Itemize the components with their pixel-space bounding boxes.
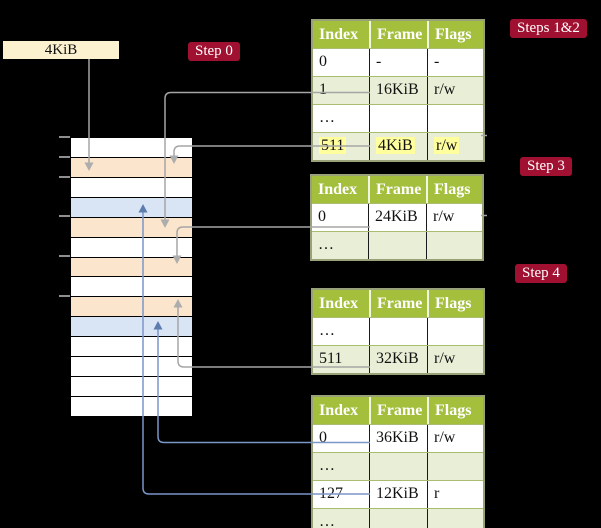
table-cell: r: [427, 481, 483, 508]
table-row: …: [313, 452, 483, 480]
memory-frame-row: [71, 177, 192, 198]
memory-frame-row: [71, 337, 192, 358]
table-cell: 0: [319, 429, 327, 446]
table-cell: [369, 318, 427, 345]
table-cell: -: [369, 49, 427, 76]
table-cell: r/w: [427, 133, 483, 160]
table-cell: 12KiB: [369, 481, 427, 508]
table-cell: 16KiB: [369, 77, 427, 104]
table-cell: 511: [319, 350, 343, 367]
memory-tick: [59, 175, 70, 178]
column-header: Index: [319, 295, 359, 312]
memory-tick: [59, 255, 70, 258]
table-cell: 0: [318, 208, 326, 225]
memory-tick: [59, 136, 70, 138]
memory-frame-row: [71, 138, 192, 158]
memory-frame-row: [71, 396, 192, 416]
table-cell: …: [319, 109, 335, 126]
table-cell: [427, 453, 483, 480]
memory-frame-row: [71, 317, 192, 338]
table-cell: 4KiB: [369, 133, 427, 160]
column-header: Frame: [369, 397, 427, 424]
column-header: Flags: [427, 290, 483, 317]
table-cell: r/w: [426, 204, 482, 231]
column-header: Flags: [427, 397, 483, 424]
column-header: Flags: [427, 21, 483, 48]
table-cell: …: [319, 513, 335, 528]
highlighted-value: 4KiB: [376, 137, 415, 154]
table-row: …: [313, 104, 483, 132]
table-cell: 1: [319, 81, 327, 98]
table-cell: [427, 509, 483, 528]
table-cell: [427, 105, 483, 132]
table-cell: 24KiB: [368, 204, 426, 231]
table-cell: 0: [319, 53, 327, 70]
column-header: Index: [318, 181, 358, 198]
column-header: Index: [319, 26, 359, 43]
column-header: Flags: [426, 176, 482, 203]
table-cell: 127: [319, 485, 343, 502]
badge-step-4: Step 4: [515, 264, 567, 283]
memory-frame-row: [71, 357, 192, 378]
table-cell: [369, 509, 427, 528]
table-cell: …: [319, 457, 335, 474]
column-header: Frame: [369, 290, 427, 317]
table-cell: [426, 232, 482, 259]
highlighted-value: r/w: [434, 137, 460, 154]
table-cell: [369, 105, 427, 132]
table-cell: -: [427, 49, 483, 76]
highlighted-value: 511: [319, 137, 347, 154]
frame-size-label: 4KiB: [3, 41, 119, 59]
table-cell: [369, 453, 427, 480]
memory-frame-row: [71, 197, 192, 218]
table-cell: [427, 318, 483, 345]
memory-frame-row: [71, 217, 192, 238]
table-cell: r/w: [427, 346, 483, 373]
table-row: 0 --: [313, 48, 483, 76]
table-cell: …: [318, 236, 334, 253]
memory-frame-row: [71, 377, 192, 397]
table-row: 511 4KiB r/w: [313, 132, 483, 160]
table-cell: 32KiB: [369, 346, 427, 373]
table-row: …: [313, 508, 483, 528]
memory-tick: [59, 155, 70, 158]
table-cell: 36KiB: [369, 425, 427, 452]
memory-tick: [59, 215, 70, 218]
table-cell: r/w: [427, 77, 483, 104]
badge-step-3: Step 3: [520, 157, 572, 176]
memory-frame-row: [71, 277, 192, 298]
memory-frame-row: [71, 237, 192, 258]
badge-steps-1-2: Steps 1&2: [510, 19, 587, 38]
column-header: Frame: [368, 176, 426, 203]
memory-frame-row: [71, 257, 192, 278]
memory-frame-row: [71, 297, 192, 318]
physical-memory-column: [70, 137, 193, 417]
table-cell: [368, 232, 426, 259]
badge-step-0: Step 0: [188, 42, 240, 61]
table-cell: 511: [313, 133, 369, 160]
memory-frame-row: [71, 157, 192, 178]
table-row: …: [312, 231, 482, 259]
table-row: …: [313, 317, 483, 345]
table-cell: …: [319, 322, 335, 339]
column-header: Frame: [369, 21, 427, 48]
table-cell: r/w: [427, 425, 483, 452]
column-header: Index: [319, 402, 359, 419]
memory-tick: [59, 294, 70, 297]
